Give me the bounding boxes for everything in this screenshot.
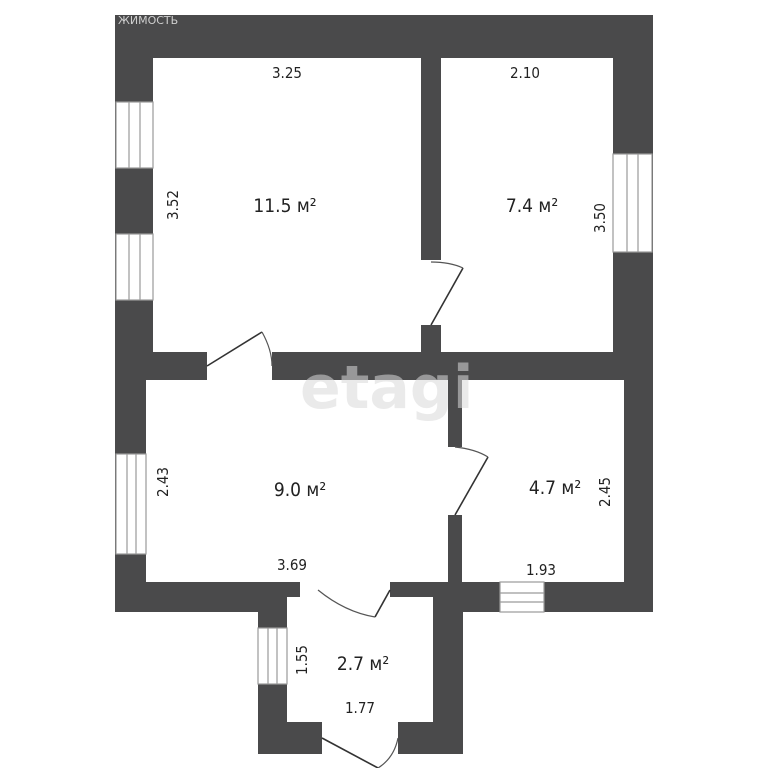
room-3-area: 9.0 м² — [274, 479, 326, 501]
window-room5-left — [257, 627, 288, 685]
door-room1-room2 — [430, 261, 464, 326]
room-2-area: 7.4 м² — [506, 195, 558, 217]
room-1-height: 3.52 — [164, 190, 182, 220]
room-4-area: 4.7 м² — [529, 477, 581, 499]
window-room1-left-top — [115, 101, 154, 169]
room-5-area: 2.7 м² — [337, 653, 389, 675]
room-1-area: 11.5 м² — [253, 195, 316, 217]
room-4-height: 2.45 — [596, 477, 614, 507]
door-gap-room3-room4 — [446, 447, 464, 515]
room-1-width: 3.25 — [272, 64, 302, 82]
room-5-width: 1.77 — [345, 699, 375, 717]
window-room2-right — [612, 153, 653, 253]
room-2-height: 3.50 — [591, 203, 609, 233]
window-room4-bottom — [499, 581, 545, 613]
door-entrance — [321, 737, 399, 768]
brand-text: ЖИМОСТЬ — [118, 14, 178, 27]
room-4-floor — [462, 380, 624, 582]
door-gap-entrance — [322, 720, 398, 756]
door-gap-room3-room5 — [300, 580, 390, 599]
watermark: etagi — [300, 353, 473, 423]
door-room3-room4 — [454, 446, 489, 516]
door-gap-room1-room2 — [419, 260, 443, 325]
room-4-width: 1.93 — [526, 561, 556, 579]
room-3-width: 3.69 — [277, 556, 307, 574]
room-3-floor — [146, 380, 448, 582]
room-5-height: 1.55 — [293, 645, 311, 675]
room-3-height: 2.43 — [154, 467, 172, 497]
door-room1-room3 — [206, 331, 273, 367]
door-room3-room5 — [317, 589, 391, 618]
room-1-floor — [153, 58, 421, 352]
room-2-width: 2.10 — [510, 64, 540, 82]
door-gap-room1-room3 — [207, 350, 272, 382]
room-5-floor — [287, 597, 433, 722]
window-room3-left — [115, 453, 147, 555]
window-room1-left-bottom — [115, 233, 154, 301]
room-2-floor — [441, 58, 613, 352]
